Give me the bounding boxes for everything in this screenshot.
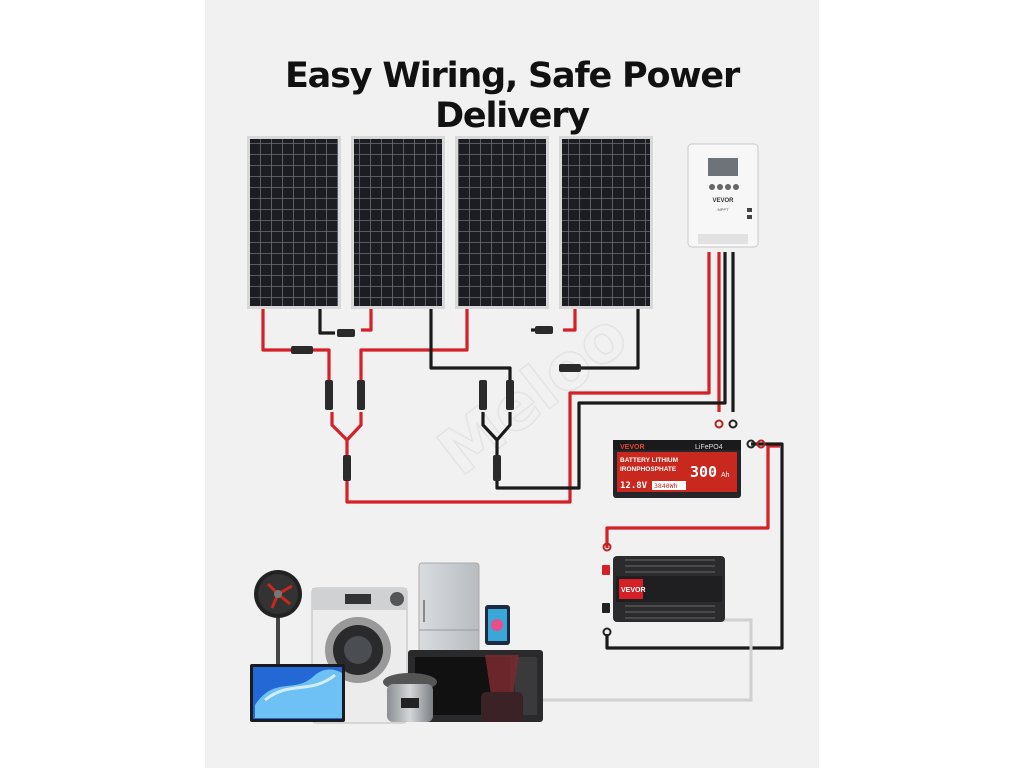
tablet-icon — [485, 605, 510, 645]
battery: VEVOR LiFePO4 BATTERY LITHIUM IRONPHOSPH… — [613, 440, 741, 498]
battery-brand: VEVOR — [620, 444, 645, 451]
solar-panel-2 — [351, 136, 445, 309]
charge-controller: VEVOR MPPT — [687, 143, 759, 248]
solar-panel-3 — [455, 136, 549, 309]
battery-line1: BATTERY LITHIUM — [620, 457, 678, 464]
mc4-connectors — [291, 326, 581, 481]
blender-icon — [481, 655, 523, 722]
pressure-cooker-icon — [383, 673, 437, 722]
diagram-panel: Easy Wiring, Safe Power Delivery Meloo — [205, 0, 819, 768]
monitor-icon — [250, 664, 345, 722]
inverter: VEVOR — [602, 542, 725, 637]
solar-panel-4 — [559, 136, 653, 309]
wiring-diagram: Meloo — [247, 136, 784, 724]
negative-wires — [318, 252, 784, 650]
page-title: Easy Wiring, Safe Power Delivery — [284, 56, 740, 136]
controller-brand: VEVOR — [712, 198, 734, 204]
inverter-brand: VEVOR — [621, 587, 646, 594]
battery-voltage: 12.8V — [620, 481, 648, 491]
battery-negative-lug — [728, 419, 738, 429]
positive-wires — [261, 252, 780, 548]
battery-line2: IRONPHOSPHATE — [620, 466, 677, 473]
battery-capacity-unit: Ah — [721, 472, 730, 479]
battery-positive-lug — [714, 419, 724, 429]
battery-capacity: 300 — [690, 463, 717, 481]
controller-model: MPPT — [717, 207, 729, 212]
refrigerator-icon — [418, 562, 480, 659]
ac-cable — [535, 618, 753, 702]
solar-panel-1 — [247, 136, 341, 309]
battery-chemistry: LiFePO4 — [695, 444, 723, 451]
battery-energy: 3840Wh — [654, 482, 678, 490]
fan-icon — [254, 570, 302, 678]
